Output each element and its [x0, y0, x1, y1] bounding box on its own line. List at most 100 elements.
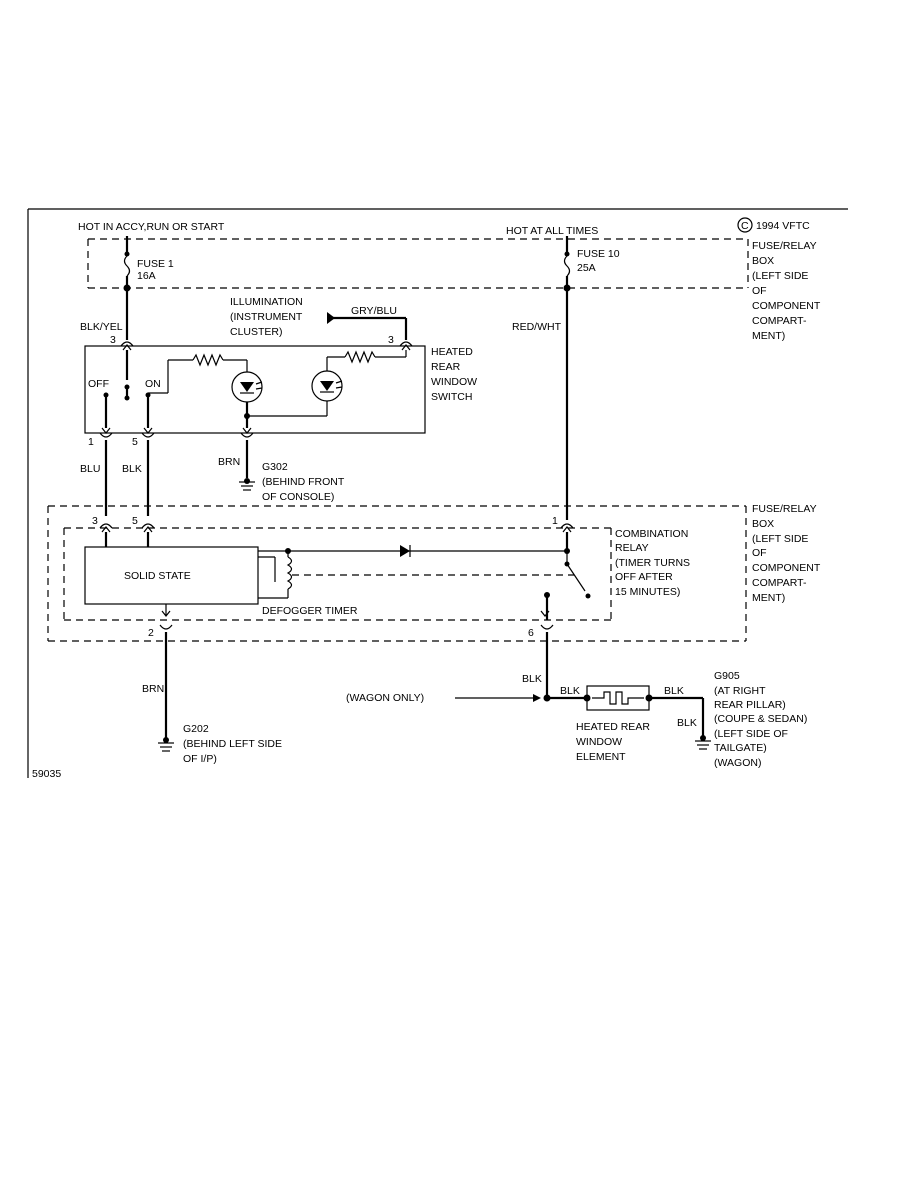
relay-connectors-top: 3 5 1 — [92, 515, 574, 551]
solid-state-module — [84, 546, 259, 605]
wires-switch-to-relay: BLU BLK BRN — [80, 440, 249, 516]
svg-text:BOX: BOX — [752, 255, 774, 267]
copyright-mark: C 1994 VFTC — [737, 217, 810, 233]
switch-connectors-top — [120, 341, 413, 351]
svg-text:RELAY: RELAY — [615, 542, 649, 554]
relay-internals — [161, 545, 591, 620]
copyright-symbol: C — [741, 220, 749, 232]
svg-text:REAR PILLAR): REAR PILLAR) — [714, 699, 786, 711]
svg-text:G202: G202 — [183, 723, 209, 735]
pin-label: 5 — [132, 515, 138, 527]
hot-always-label: HOT AT ALL TIMES — [506, 225, 598, 237]
hot-accy-label: HOT IN ACCY,RUN OR START — [78, 221, 225, 233]
svg-text:OFF AFTER: OFF AFTER — [615, 571, 673, 583]
copyright-text: 1994 VFTC — [756, 220, 810, 232]
switch-on-label: ON — [145, 378, 161, 390]
svg-text:(BEHIND FRONT: (BEHIND FRONT — [262, 476, 345, 488]
wagon-only-label: (WAGON ONLY) — [346, 692, 424, 704]
svg-text:OF I/P): OF I/P) — [183, 753, 217, 765]
pin-label: 3 — [110, 334, 116, 346]
wire-label-blk: BLK — [522, 673, 542, 685]
solid-state-label: SOLID STATE — [124, 570, 191, 582]
wire-label-blk: BLK — [560, 685, 580, 697]
fuse-relay-box-bottom — [47, 505, 747, 642]
wire-label-red-wht: RED/WHT — [512, 321, 562, 333]
fuse-10: FUSE 10 25A — [563, 236, 620, 520]
wire-label-blk: BLK — [677, 717, 697, 729]
svg-text:CLUSTER): CLUSTER) — [230, 326, 283, 338]
svg-text:SWITCH: SWITCH — [431, 391, 472, 403]
fuse-relay-box-top — [87, 238, 749, 289]
wire-label-blk: BLK — [122, 463, 142, 475]
svg-text:(COUPE & SEDAN): (COUPE & SEDAN) — [714, 713, 807, 725]
wire-label-blk-yel: BLK/YEL — [80, 321, 123, 333]
switch-internals: OFF ON — [88, 350, 407, 428]
pin-label: 1 — [88, 436, 94, 448]
illumination-label: ILLUMINATION (INSTRUMENT CLUSTER) — [230, 296, 303, 338]
svg-text:WINDOW: WINDOW — [431, 376, 477, 388]
defogger-timer-label: DEFOGGER TIMER — [262, 605, 358, 617]
svg-text:ELEMENT: ELEMENT — [576, 751, 626, 763]
relay-label: COMBINATION RELAY (TIMER TURNS OFF AFTER… — [615, 528, 690, 598]
pin-label: 2 — [148, 627, 154, 639]
pin-label: 6 — [528, 627, 534, 639]
svg-text:MENT): MENT) — [752, 592, 785, 604]
switch-connectors-bottom: 1 5 — [88, 427, 254, 448]
ground-g302: G302 (BEHIND FRONT OF CONSOLE) — [239, 461, 345, 503]
figure-id: 59035 — [32, 768, 61, 780]
svg-text:OF: OF — [752, 547, 767, 559]
svg-text:COMPART-: COMPART- — [752, 315, 807, 327]
svg-text:COMPART-: COMPART- — [752, 577, 807, 589]
svg-text:TAILGATE): TAILGATE) — [714, 742, 767, 754]
svg-text:ILLUMINATION: ILLUMINATION — [230, 296, 303, 308]
wire-label-blu: BLU — [80, 463, 100, 475]
svg-text:(LEFT SIDE: (LEFT SIDE — [752, 270, 808, 282]
svg-text:FUSE 10: FUSE 10 — [577, 248, 620, 260]
svg-text:MENT): MENT) — [752, 330, 785, 342]
combination-relay-box — [63, 527, 612, 621]
svg-text:COMPONENT: COMPONENT — [752, 562, 821, 574]
svg-text:G905: G905 — [714, 670, 740, 682]
wire-label-brn: BRN — [218, 456, 240, 468]
pin-label: 1 — [552, 515, 558, 527]
svg-text:25A: 25A — [577, 262, 596, 274]
ground-g905: G905 (AT RIGHT REAR PILLAR) (COUPE & SED… — [695, 670, 807, 769]
gry-blu-wire: GRY/BLU 3 — [327, 305, 408, 346]
svg-text:REAR: REAR — [431, 361, 461, 373]
svg-text:(WAGON): (WAGON) — [714, 757, 761, 769]
wire-label-gry-blu: GRY/BLU — [351, 305, 397, 317]
svg-text:(INSTRUMENT: (INSTRUMENT — [230, 311, 303, 323]
diagram-frame — [27, 208, 848, 778]
fuse-box-label-bottom: FUSE/RELAY BOX (LEFT SIDE OF COMPONENT C… — [752, 503, 821, 604]
svg-text:15 MINUTES): 15 MINUTES) — [615, 586, 680, 598]
switch-label: HEATED REAR WINDOW SWITCH — [431, 346, 477, 403]
svg-text:WINDOW: WINDOW — [576, 736, 622, 748]
svg-text:(LEFT SIDE OF: (LEFT SIDE OF — [714, 728, 788, 740]
svg-text:16A: 16A — [137, 270, 156, 282]
svg-text:COMBINATION: COMBINATION — [615, 528, 688, 540]
svg-text:(BEHIND LEFT SIDE: (BEHIND LEFT SIDE — [183, 738, 282, 750]
switch-box — [84, 345, 426, 434]
svg-text:FUSE/RELAY: FUSE/RELAY — [752, 503, 817, 515]
svg-text:G302: G302 — [262, 461, 288, 473]
fuse-1: FUSE 1 16A — [123, 236, 174, 340]
svg-text:(AT RIGHT: (AT RIGHT — [714, 685, 766, 697]
relay-connectors-bottom: 2 6 BRN BLK — [142, 624, 554, 738]
svg-text:COMPONENT: COMPONENT — [752, 300, 821, 312]
switch-off-label: OFF — [88, 378, 109, 390]
heated-rear-window-element: BLK BLK BLK HEATED REAR WINDOW ELEMENT — [547, 685, 705, 763]
svg-text:FUSE/RELAY: FUSE/RELAY — [752, 240, 817, 252]
svg-text:FUSE 1: FUSE 1 — [137, 258, 174, 270]
svg-text:OF CONSOLE): OF CONSOLE) — [262, 491, 334, 503]
svg-text:OF: OF — [752, 285, 767, 297]
svg-text:HEATED REAR: HEATED REAR — [576, 721, 650, 733]
wire-label-brn: BRN — [142, 683, 164, 695]
svg-text:(TIMER TURNS: (TIMER TURNS — [615, 557, 690, 569]
ground-g202: G202 (BEHIND LEFT SIDE OF I/P) — [158, 723, 282, 765]
pin-label: 3 — [388, 334, 394, 346]
pin-label: 3 — [92, 515, 98, 527]
wagon-only-branch: (WAGON ONLY) — [346, 692, 551, 704]
wire-label-blk: BLK — [664, 685, 684, 697]
fuse-box-label-top: FUSE/RELAY BOX (LEFT SIDE OF COMPONENT C… — [752, 240, 821, 342]
